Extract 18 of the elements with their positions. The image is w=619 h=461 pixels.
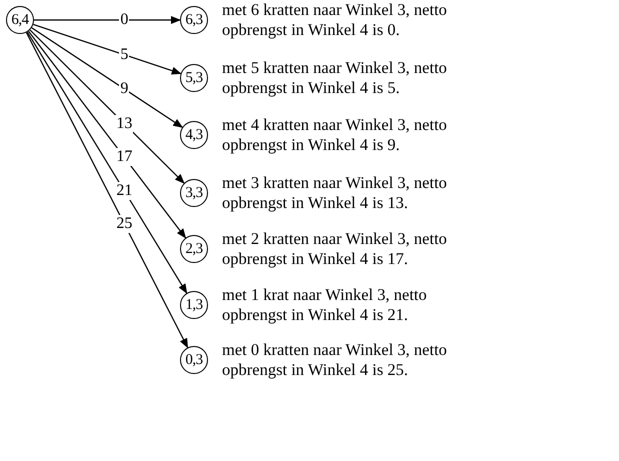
arrow: [31, 27, 184, 128]
state-description: met 5 kratten naar Winkel 3, netto opbrengst in Winkel 4 is 5.: [222, 58, 448, 98]
arrow: [34, 16, 181, 24]
edge-label: 13: [115, 114, 134, 133]
state-description: met 3 kratten naar Winkel 3, netto opbrengst in Winkel 4 is 13.: [222, 173, 448, 213]
arrow: [33, 24, 182, 75]
edge-label: 17: [115, 148, 134, 166]
arrow: [30, 29, 185, 184]
edge-label: 21: [115, 182, 134, 200]
state-description: met 1 krat naar Winkel 3, netto opbrengst in Winkel 4 is 21.: [222, 285, 428, 325]
edge-label: 25: [115, 215, 134, 233]
arrow: [28, 30, 186, 239]
arrow: [26, 32, 188, 294]
state-description: met 0 kratten naar Winkel 3, netto opbrengst in Winkel 4 is 25.: [222, 340, 448, 380]
state-description: met 2 kratten naar Winkel 3, netto opbrengst in Winkel 4 is 17.: [222, 229, 448, 269]
state-description: met 4 kratten naar Winkel 3, netto opbrengst in Winkel 4 is 9.: [222, 115, 448, 155]
arrow: [26, 32, 188, 348]
state-description: met 6 kratten naar Winkel 3, netto opbrengst in Winkel 4 is 0.: [222, 0, 448, 40]
